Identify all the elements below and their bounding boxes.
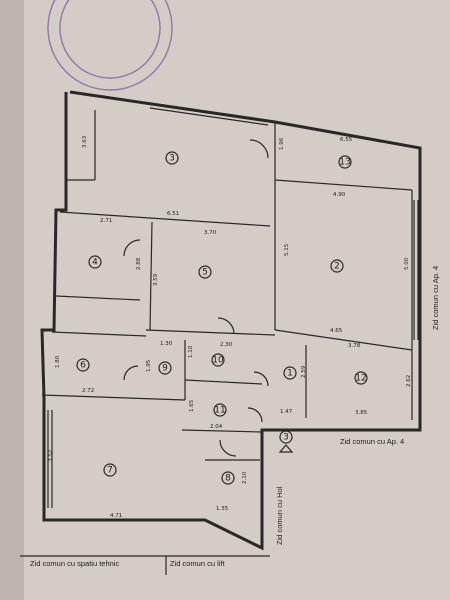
dimension-label: 3.70 [204,230,217,236]
room-9: 9 [162,364,168,374]
dimension-label: 3.78 [348,343,361,349]
dimension-label: 1.30 [160,341,173,347]
room-3-hall: 3 [283,433,289,443]
hall-arrow-icon [278,444,294,453]
stamp-seal [47,0,173,91]
bottom-baseline [20,555,270,575]
dimension-label: 2.62 [406,375,412,387]
room-3: 3 [169,154,175,164]
room-1: 1 [287,369,293,379]
note-lift: Zid comun cu lift [170,559,226,568]
room-6: 6 [80,361,86,371]
dimension-label: 1.96 [279,137,285,150]
dimension-labels: 3.63 6.51 1.96 6.55 4.90 2.71 3.70 2.88 … [48,135,412,519]
room-8: 8 [225,474,231,484]
dimension-label: 2.71 [100,218,112,224]
dimension-label: 4.90 [333,192,346,198]
dimension-label: 2.59 [301,365,307,378]
dimension-label: 1.95 [146,359,152,372]
dimension-label: 3.63 [82,135,88,148]
dimension-label: 2.10 [242,471,248,484]
dimension-label: 1.10 [188,345,194,358]
dimension-label: 6.55 [340,137,353,143]
room-5: 5 [202,268,208,278]
dimension-label: 6.51 [167,211,179,217]
dimension-label: 3.52 [48,450,54,462]
dimension-label: 1.65 [189,399,195,412]
dimension-label: 5.15 [284,243,290,256]
note-ap4-right: Zid comun cu Ap. 4 [431,266,440,330]
wall-notes: Zid comun cu Ap. 4 Zid comun cu Ap. 4 Zi… [20,266,440,575]
room-13: 13 [339,158,350,168]
room-labels: 3 13 4 5 2 6 9 10 1 12 11 7 8 3 [76,151,368,485]
dimension-label: 4.65 [330,328,343,334]
dimension-label: 5.00 [404,257,410,270]
room-2: 2 [334,262,340,272]
dimension-label: 3.85 [355,410,368,416]
dimension-label: 2.88 [136,257,142,270]
note-ap4-bottom: Zid comun cu Ap. 4 [340,437,404,446]
interior-walls [41,110,413,461]
dimension-label: 1.80 [55,355,61,368]
room-7: 7 [107,466,113,476]
dimension-label: 1.47 [280,409,293,415]
room-10: 10 [212,356,224,366]
room-4: 4 [92,258,98,268]
dimension-label: 1.35 [216,506,229,512]
dimension-label: 2.72 [82,388,94,394]
dimension-label: 2.04 [210,424,223,430]
outer-wall [40,90,422,551]
dimension-label: 4.71 [110,513,122,519]
dimension-label: 3.59 [153,273,159,286]
room-11: 11 [214,406,225,416]
note-tehnic: Zid comun cu spatiu tehnic [30,559,119,568]
room-12: 12 [355,374,366,384]
stamp-inner [59,0,161,79]
windows [47,103,419,508]
dimension-label: 2.30 [220,342,233,348]
door-swings [123,139,269,457]
note-hol: Zid comun cu Hol [275,486,284,545]
paper-shadow [0,0,24,600]
